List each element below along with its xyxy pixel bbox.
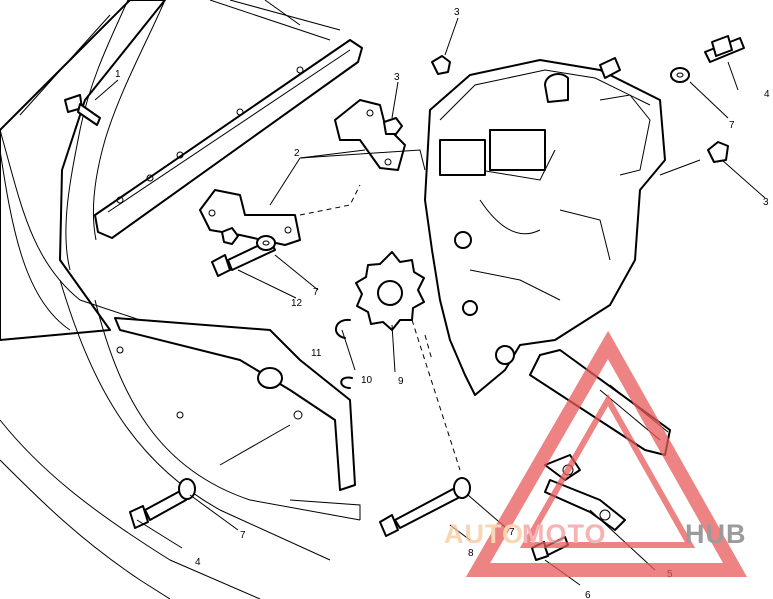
callout-12: 12 — [291, 298, 303, 309]
callout-9: 9 — [398, 376, 404, 387]
bolt-4-bottom — [129, 489, 187, 529]
callout-7-center: 7 — [509, 527, 515, 538]
chain-guard-bracket — [114, 317, 356, 491]
bolt-1 — [64, 94, 101, 126]
callout-7-left: 7 — [313, 287, 319, 298]
washer-7-left — [256, 235, 276, 251]
mounting-bracket-lower — [199, 189, 301, 246]
frame-tubes — [0, 0, 361, 599]
callout-4-bottom: 4 — [195, 557, 201, 568]
circlip-10 — [340, 376, 353, 389]
upper-frame-rail — [94, 39, 363, 239]
washer-7-center — [453, 477, 471, 499]
callout-1: 1 — [115, 69, 121, 80]
nut-3-bracket — [383, 117, 403, 135]
washer-7-bottom — [178, 478, 196, 500]
callout-3-top: 3 — [454, 7, 460, 18]
callout-3-bracket: 3 — [394, 72, 400, 83]
callout-8: 8 — [468, 548, 474, 559]
nut-3-lower — [221, 227, 239, 245]
shift-linkage — [544, 454, 626, 531]
callout-2: 2 — [294, 148, 300, 159]
watermark-logo: AUTO MOTO HUB — [444, 330, 747, 577]
leader-lines — [94, 17, 766, 586]
callout-11: 11 — [311, 348, 322, 359]
circlip-11 — [335, 318, 351, 339]
callout-6: 6 — [585, 590, 591, 599]
watermark-moto: MOTO — [522, 519, 607, 549]
nut-3-right — [707, 141, 729, 163]
callout-7-top: 7 — [729, 120, 735, 131]
bolt-4-top — [704, 35, 745, 63]
callout-4-top: 4 — [764, 89, 770, 100]
drive-sprocket — [355, 251, 425, 331]
callout-3-right: 3 — [763, 197, 769, 208]
washer-7-top — [670, 67, 690, 83]
watermark-hub: HUB — [685, 519, 747, 549]
nut-3-top — [431, 55, 451, 75]
callout-10: 10 — [361, 375, 373, 386]
watermark-auto: AUTO — [444, 519, 524, 549]
callout-7-bottom: 7 — [240, 530, 246, 541]
transmission-housing — [424, 57, 666, 396]
